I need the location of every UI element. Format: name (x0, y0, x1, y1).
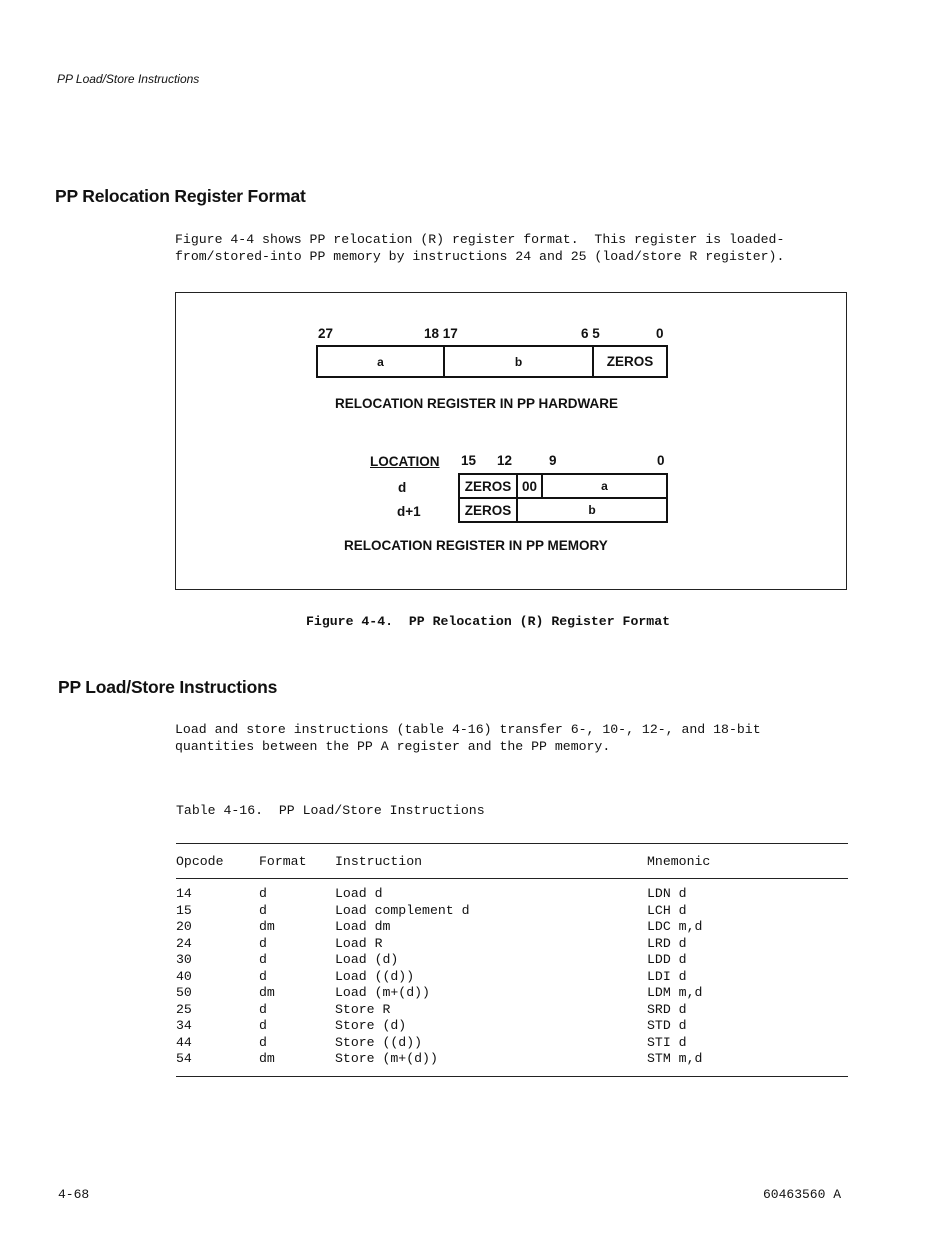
opcode-cell: 30 (176, 952, 192, 967)
format-cell: d (259, 886, 267, 901)
location-d: d (398, 480, 407, 495)
format-cell: d (259, 935, 267, 951)
memory-d1-b: b (516, 497, 668, 523)
mnemonic-cell: SRD d (647, 1001, 687, 1017)
opcode-cell: 50 (176, 985, 192, 1000)
field-label: 00 (521, 478, 538, 494)
instruction-cell: Store R (335, 1001, 391, 1017)
section-title-relocation-register: PP Relocation Register Format (55, 186, 306, 206)
table-caption: Table 4-16. PP Load/Store Instructions (176, 803, 485, 818)
figure-frame (175, 292, 847, 590)
instruction-cell: Load (m+(d)) (335, 985, 430, 1000)
opcode-cell: 24 (176, 935, 192, 951)
instruction-cell: Load d (335, 886, 383, 901)
mnemonic-cell: LCH d (647, 902, 687, 918)
document-number: 60463560 A (763, 1187, 842, 1202)
bit-label-15: 15 (461, 453, 477, 468)
opcode-cell: 44 (176, 1034, 192, 1050)
field-label: b (514, 354, 523, 369)
bit-label-0: 0 (656, 326, 664, 341)
mnemonic-cell: LDN d (647, 886, 687, 901)
opcode-cell: 40 (176, 968, 192, 984)
page-number: 4-68 (58, 1187, 90, 1202)
bit-label-12: 12 (497, 453, 513, 468)
paragraph-line: quantities between the PP A register and… (175, 739, 611, 754)
instruction-cell: Load ((d)) (335, 968, 415, 984)
mnemonic-cell: LRD d (647, 935, 687, 951)
instruction-cell: Store (d) (335, 1018, 407, 1033)
bit-label-0-memory: 0 (657, 453, 665, 468)
instruction-cell: Load dm (335, 919, 391, 934)
location-header: LOCATION (370, 454, 440, 469)
paragraph-line: Figure 4-4 shows PP relocation (R) regis… (175, 232, 785, 247)
memory-d-00: 00 (516, 473, 543, 499)
field-label: ZEROS (464, 478, 512, 494)
format-cell: dm (259, 919, 275, 934)
bit-label-9: 9 (549, 453, 557, 468)
paragraph-line: Load and store instructions (table 4-16)… (175, 722, 761, 737)
field-label: ZEROS (606, 354, 654, 369)
format-cell: d (259, 1034, 267, 1050)
hardware-field-a: a (316, 345, 445, 378)
running-head: PP Load/Store Instructions (57, 72, 200, 86)
field-label: ZEROS (464, 502, 512, 518)
opcode-cell: 20 (176, 919, 192, 934)
hardware-field-b: b (443, 345, 594, 378)
format-cell: d (259, 952, 267, 967)
mnemonic-cell: STI d (647, 1034, 687, 1050)
bit-label-6-5: 6 5 (581, 326, 600, 341)
mnemonic-cell: LDI d (647, 968, 687, 984)
field-label: a (601, 479, 608, 493)
field-label: b (588, 503, 596, 517)
load-store-paragraph: Load and store instructions (table 4-16)… (175, 721, 761, 755)
intro-paragraph: Figure 4-4 shows PP relocation (R) regis… (175, 231, 784, 265)
instruction-cell: Load (d) (335, 952, 399, 967)
column-header-instruction: Instruction (335, 854, 423, 869)
mnemonic-cell: LDM m,d (647, 985, 703, 1000)
section-title-load-store: PP Load/Store Instructions (58, 677, 278, 697)
instruction-cell: Load R (335, 935, 383, 951)
table-header-rule (176, 878, 848, 879)
memory-d1-zeros: ZEROS (458, 497, 518, 523)
opcode-cell: 15 (176, 902, 192, 918)
figure-caption: Figure 4-4. PP Relocation (R) Register F… (306, 614, 671, 629)
mnemonic-cell: LDD d (647, 952, 687, 967)
format-cell: d (259, 968, 267, 984)
bit-label-18-17: 18 17 (424, 326, 458, 341)
mnemonic-cell: STM m,d (647, 1051, 703, 1066)
instruction-cell: Load complement d (335, 902, 470, 918)
opcode-cell: 34 (176, 1018, 192, 1033)
format-cell: d (259, 902, 267, 918)
hardware-caption: RELOCATION REGISTER IN PP HARDWARE (335, 396, 619, 411)
column-header-mnemonic: Mnemonic (647, 854, 711, 869)
format-cell: dm (259, 985, 275, 1000)
memory-caption: RELOCATION REGISTER IN PP MEMORY (344, 538, 608, 553)
format-cell: d (259, 1018, 267, 1033)
format-cell: dm (259, 1051, 275, 1066)
opcode-cell: 25 (176, 1001, 192, 1017)
mnemonic-cell: LDC m,d (647, 919, 703, 934)
field-label: a (377, 354, 384, 369)
paragraph-line: from/stored-into PP memory by instructio… (175, 249, 785, 264)
column-header-format: Format (259, 854, 307, 869)
hardware-field-zeros: ZEROS (592, 345, 668, 378)
location-d-plus-1: d+1 (397, 504, 421, 519)
opcode-cell: 54 (176, 1051, 192, 1066)
mnemonic-cell: STD d (647, 1018, 687, 1033)
table-bottom-rule (176, 1076, 848, 1077)
instruction-cell: Store ((d)) (335, 1034, 423, 1050)
column-header-opcode: Opcode (176, 854, 224, 869)
opcode-cell: 14 (176, 886, 192, 901)
memory-d-zeros: ZEROS (458, 473, 518, 499)
instruction-cell: Store (m+(d)) (335, 1051, 438, 1066)
table-top-rule (176, 843, 848, 844)
memory-d-a: a (541, 473, 668, 499)
bit-label-27: 27 (318, 326, 334, 341)
format-cell: d (259, 1001, 267, 1017)
